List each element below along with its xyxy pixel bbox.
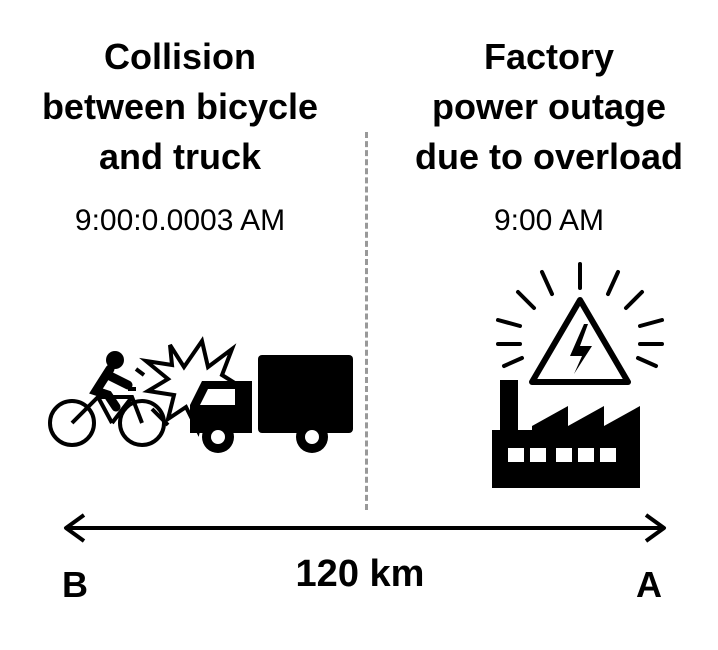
truck-icon [190, 355, 353, 453]
high-voltage-warning-icon [496, 262, 664, 385]
factory-scene [492, 262, 664, 488]
factory-icon [492, 380, 640, 488]
right-arrowhead [644, 513, 666, 543]
distance-arrow [64, 513, 666, 543]
bicycle-icon [48, 351, 166, 447]
left-event-title: Collision between bicycle and truck [41, 36, 319, 177]
center-divider [365, 132, 368, 510]
point-a-label: A [636, 564, 662, 605]
right-event-time: 9:00 AM [493, 204, 605, 237]
collision-scene [48, 336, 353, 453]
left-arrowhead [64, 513, 86, 543]
distance-label: 120 km [295, 553, 425, 595]
left-event-time: 9:00:0.0003 AM [74, 204, 286, 237]
point-b-label: B [62, 564, 88, 605]
right-event-title: Factory power outage due to overload [414, 36, 684, 177]
